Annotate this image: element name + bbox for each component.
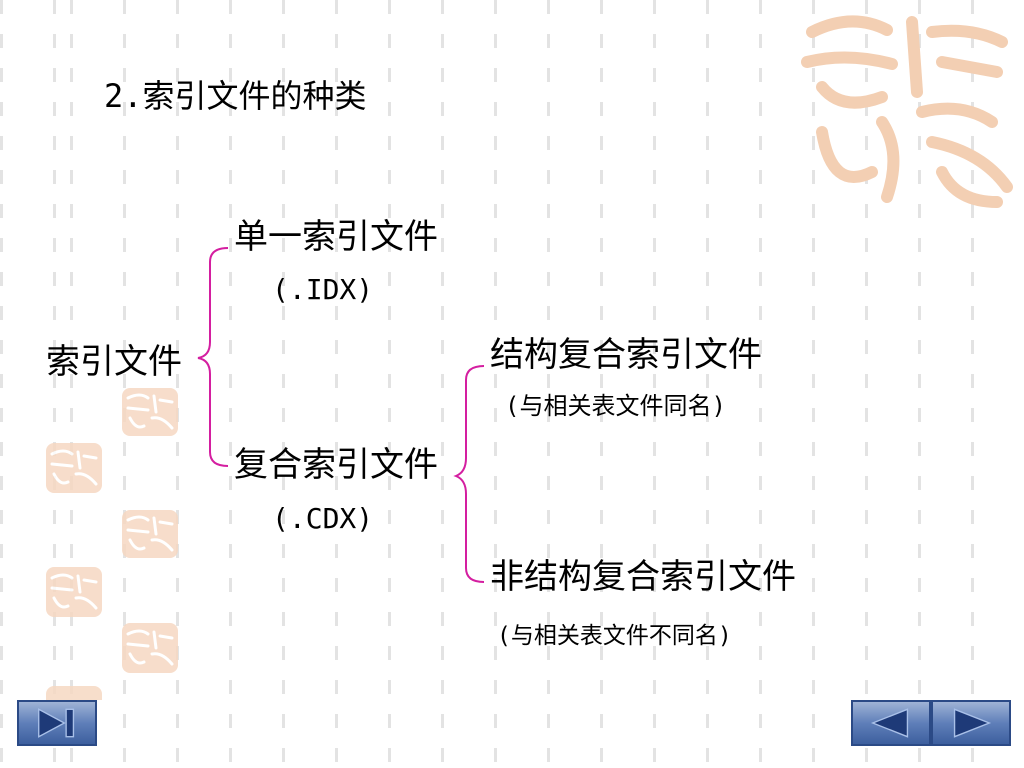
previous-arrow-icon	[870, 708, 909, 738]
compound-index-extension: (.CDX)	[272, 502, 374, 535]
non-structural-index-node: 非结构复合索引文件	[490, 557, 796, 597]
seal-decoration-icon	[46, 686, 102, 700]
next-slide-button[interactable]	[931, 700, 1011, 746]
single-index-node: 单一索引文件	[234, 217, 438, 257]
root-node: 索引文件	[46, 342, 182, 382]
skip-to-end-button[interactable]	[17, 700, 97, 746]
seal-decoration-icon	[122, 510, 178, 558]
skip-to-end-icon	[38, 708, 75, 738]
seal-decoration-icon	[46, 443, 102, 493]
seal-decoration-icon	[46, 567, 102, 617]
structural-index-node: 结构复合索引文件	[490, 335, 762, 375]
previous-slide-button[interactable]	[851, 700, 931, 746]
next-arrow-icon	[953, 708, 992, 738]
seal-decoration-icon	[122, 388, 178, 436]
structural-index-note: (与相关表文件同名)	[505, 392, 726, 420]
bracket-compound	[453, 365, 485, 583]
compound-index-node: 复合索引文件	[234, 445, 438, 485]
single-index-extension: (.IDX)	[272, 273, 374, 306]
page-title: 2.索引文件的种类	[104, 77, 367, 115]
seal-decoration-icon	[122, 623, 178, 673]
seal-decoration-icon	[792, 2, 1022, 212]
non-structural-index-note: (与相关表文件不同名)	[497, 623, 732, 649]
bracket-root	[197, 247, 229, 467]
